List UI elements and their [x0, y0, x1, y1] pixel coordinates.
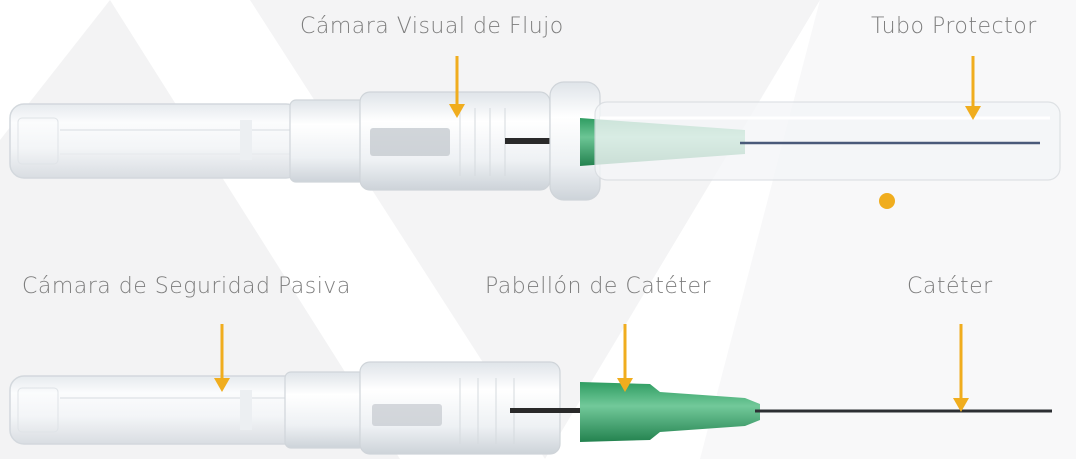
arrow-passive-safety-chamber — [214, 324, 230, 392]
arrow-catheter — [953, 324, 969, 412]
label-flow-chamber: Cámara Visual de Flujo — [300, 14, 564, 39]
highlight-dot — [879, 193, 895, 209]
label-catheter-hub: Pabellón de Catéter — [485, 274, 712, 299]
label-protective-tube: Tubo Protector — [871, 14, 1037, 39]
arrow-catheter-hub — [617, 324, 633, 392]
label-passive-safety-chamber: Cámara de Seguridad Pasiva — [22, 274, 351, 299]
arrow-flow-chamber — [449, 56, 465, 118]
label-catheter: Catéter — [907, 274, 993, 299]
arrow-protective-tube — [965, 56, 981, 120]
